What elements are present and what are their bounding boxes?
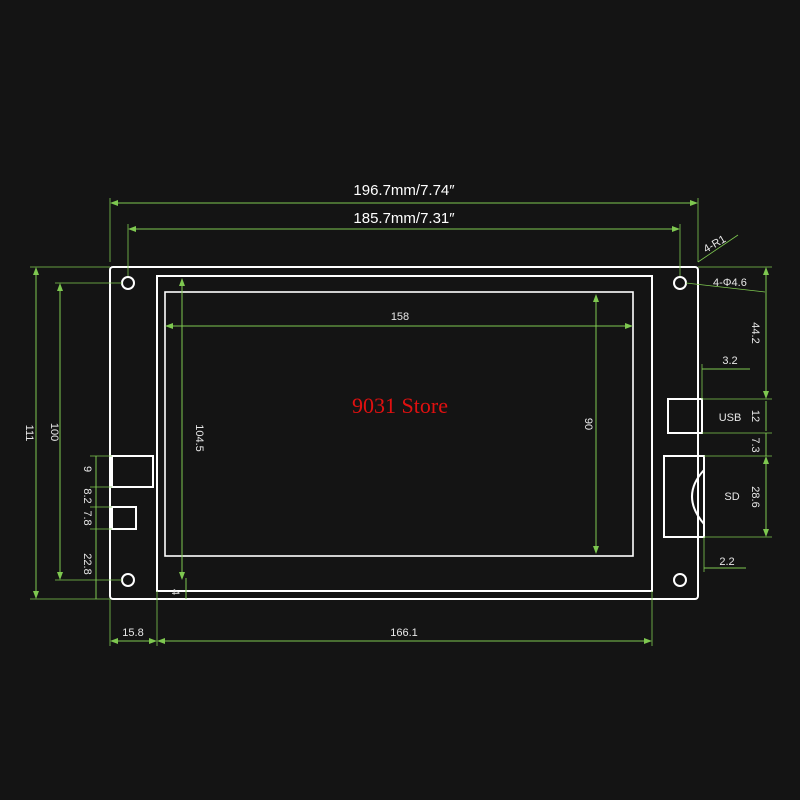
label-hole-diameter: 4-Φ4.6: [713, 277, 747, 289]
mount-hole-top-left: [121, 276, 135, 290]
label-sd-offset: 2.2: [719, 556, 734, 568]
label-display-height: 90: [582, 418, 594, 430]
usb-connector: [667, 398, 703, 434]
lcd-frame-outline: [156, 275, 653, 592]
label-left-connector-22-8: 22.8: [81, 553, 93, 574]
label-left-connector-9: 9: [81, 466, 93, 472]
label-corner-radius: 4-R1: [702, 233, 729, 255]
store-watermark: 9031 Store: [352, 393, 448, 418]
label-usb-sd-gap: 7.3: [749, 437, 761, 452]
label-hole-spacing-width: 185.7mm/7.31″: [353, 210, 455, 227]
label-usb-offset: 3.2: [722, 355, 737, 367]
label-left-connector-8-2: 8.2: [81, 488, 93, 503]
mount-hole-bottom-left: [121, 573, 135, 587]
mount-hole-bottom-right: [673, 573, 687, 587]
label-frame-width: 166.1: [390, 627, 418, 639]
label-display-width: 158: [391, 311, 409, 323]
sd-slot-notch: [691, 469, 705, 525]
label-left-margin: 15.8: [122, 627, 143, 639]
label-overall-height: 111: [23, 425, 35, 442]
label-sd: SD: [724, 491, 739, 503]
left-connector-lower: [111, 506, 137, 530]
label-usb-height: 12: [749, 410, 761, 422]
label-sd-height: 28.6: [749, 486, 761, 507]
label-usb: USB: [719, 412, 742, 424]
left-connector-upper: [111, 455, 154, 488]
label-frame-height: 104.5: [193, 424, 205, 452]
label-bottom-gap: 4: [169, 589, 181, 595]
label-left-connector-7-8: 7.8: [81, 510, 93, 525]
display-area-outline: [164, 291, 634, 557]
label-hole-spacing-height: 100: [48, 423, 60, 441]
label-overall-width: 196.7mm/7.74″: [353, 182, 455, 199]
label-right-top-offset: 44.2: [749, 322, 761, 343]
mount-hole-top-right: [673, 276, 687, 290]
